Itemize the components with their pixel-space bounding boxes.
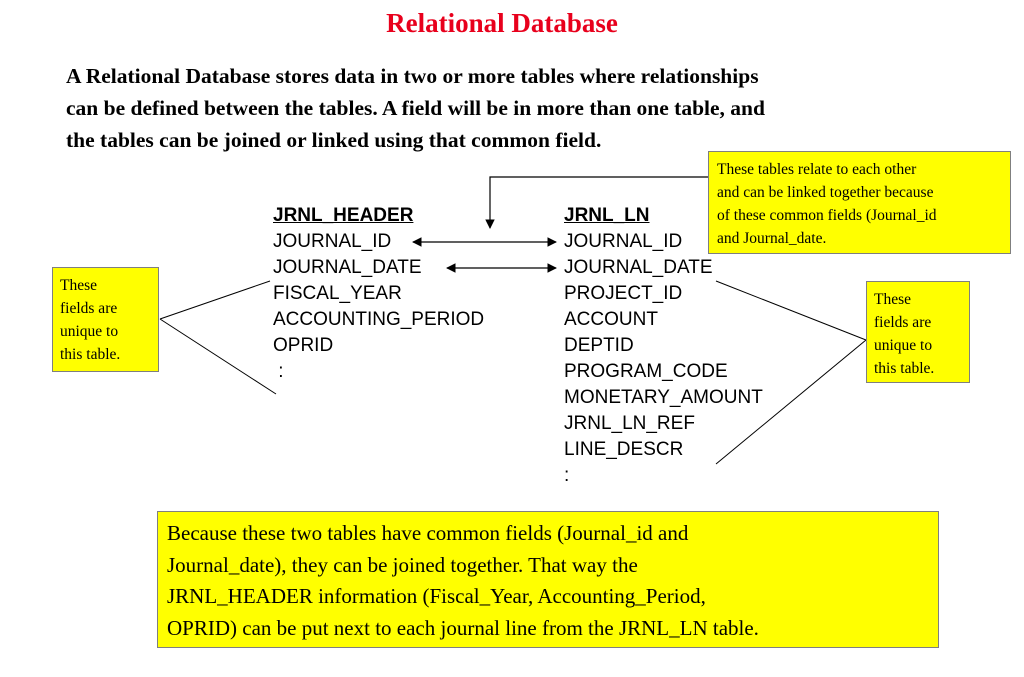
note-line: this table. (60, 346, 121, 363)
field-item: PROJECT_ID (564, 283, 683, 304)
intro-line: can be defined between the tables. A fie… (66, 96, 765, 120)
note-line: and can be linked together because (717, 184, 934, 201)
note-line: OPRID) can be put next to each journal l… (167, 615, 759, 640)
note-line: this table. (874, 360, 935, 377)
note-pointer-arrow (485, 176, 708, 229)
note-line: Because these two tables have common fie… (167, 521, 689, 545)
field-item: PROGRAM_CODE (564, 361, 728, 382)
note-line: unique to (874, 337, 933, 354)
field-item: OPRID (273, 335, 334, 356)
note-line: unique to (60, 323, 119, 340)
note-line: of these common fields (Journal_id (717, 207, 937, 224)
note-line: fields are (874, 314, 932, 331)
field-item: DEPTID (564, 335, 634, 356)
field-item: MONETARY_AMOUNT (564, 387, 763, 408)
field-item: JOURNAL_ID (564, 231, 683, 252)
jrnl-ln-table: JRNL_LN JOURNAL_ID JOURNAL_DATE PROJECT_… (564, 203, 763, 489)
intro-line: A Relational Database stores data in two… (66, 64, 759, 88)
field-item: FISCAL_YEAR (273, 283, 402, 304)
field-item: ACCOUNTING_PERIOD (273, 309, 485, 330)
field-item: JOURNAL_DATE (273, 257, 422, 278)
page-title: Relational Database (386, 8, 618, 38)
left-note-pointer (159, 280, 271, 320)
note-line: These (874, 291, 912, 308)
note-line: These (60, 277, 98, 294)
intro-paragraph: A Relational Database stores data in two… (66, 60, 966, 156)
join-explanation-note: Because these two tables have common fie… (157, 511, 939, 648)
jrnl-header-table: JRNL_HEADER JOURNAL_ID JOURNAL_DATE FISC… (273, 203, 484, 385)
note-line: and Journal_date. (717, 230, 827, 247)
field-item: : (564, 465, 570, 486)
field-item: JOURNAL_DATE (564, 257, 713, 278)
unique-fields-note-right: These fields are unique to this table. (866, 281, 970, 383)
field-item: ACCOUNT (564, 309, 658, 330)
table-name: JRNL_HEADER (273, 205, 414, 226)
common-fields-note: These tables relate to each other and ca… (708, 151, 1011, 254)
field-item: LINE_DESCR (564, 439, 684, 460)
field-item: JRNL_LN_REF (564, 413, 695, 434)
right-note-pointer (715, 339, 867, 465)
field-item: : (273, 361, 284, 382)
unique-fields-note-left: These fields are unique to this table. (52, 267, 159, 372)
note-line: fields are (60, 300, 118, 317)
right-note-pointer (715, 280, 867, 341)
field-item: JOURNAL_ID (273, 231, 392, 252)
note-line: These tables relate to each other (717, 161, 917, 178)
note-line: Journal_date), they can be joined togeth… (167, 552, 638, 577)
intro-line: the tables can be joined or linked using… (66, 128, 602, 152)
table-name: JRNL_LN (564, 205, 650, 226)
left-note-pointer (159, 318, 277, 395)
note-line: JRNL_HEADER information (Fiscal_Year, Ac… (167, 584, 706, 608)
